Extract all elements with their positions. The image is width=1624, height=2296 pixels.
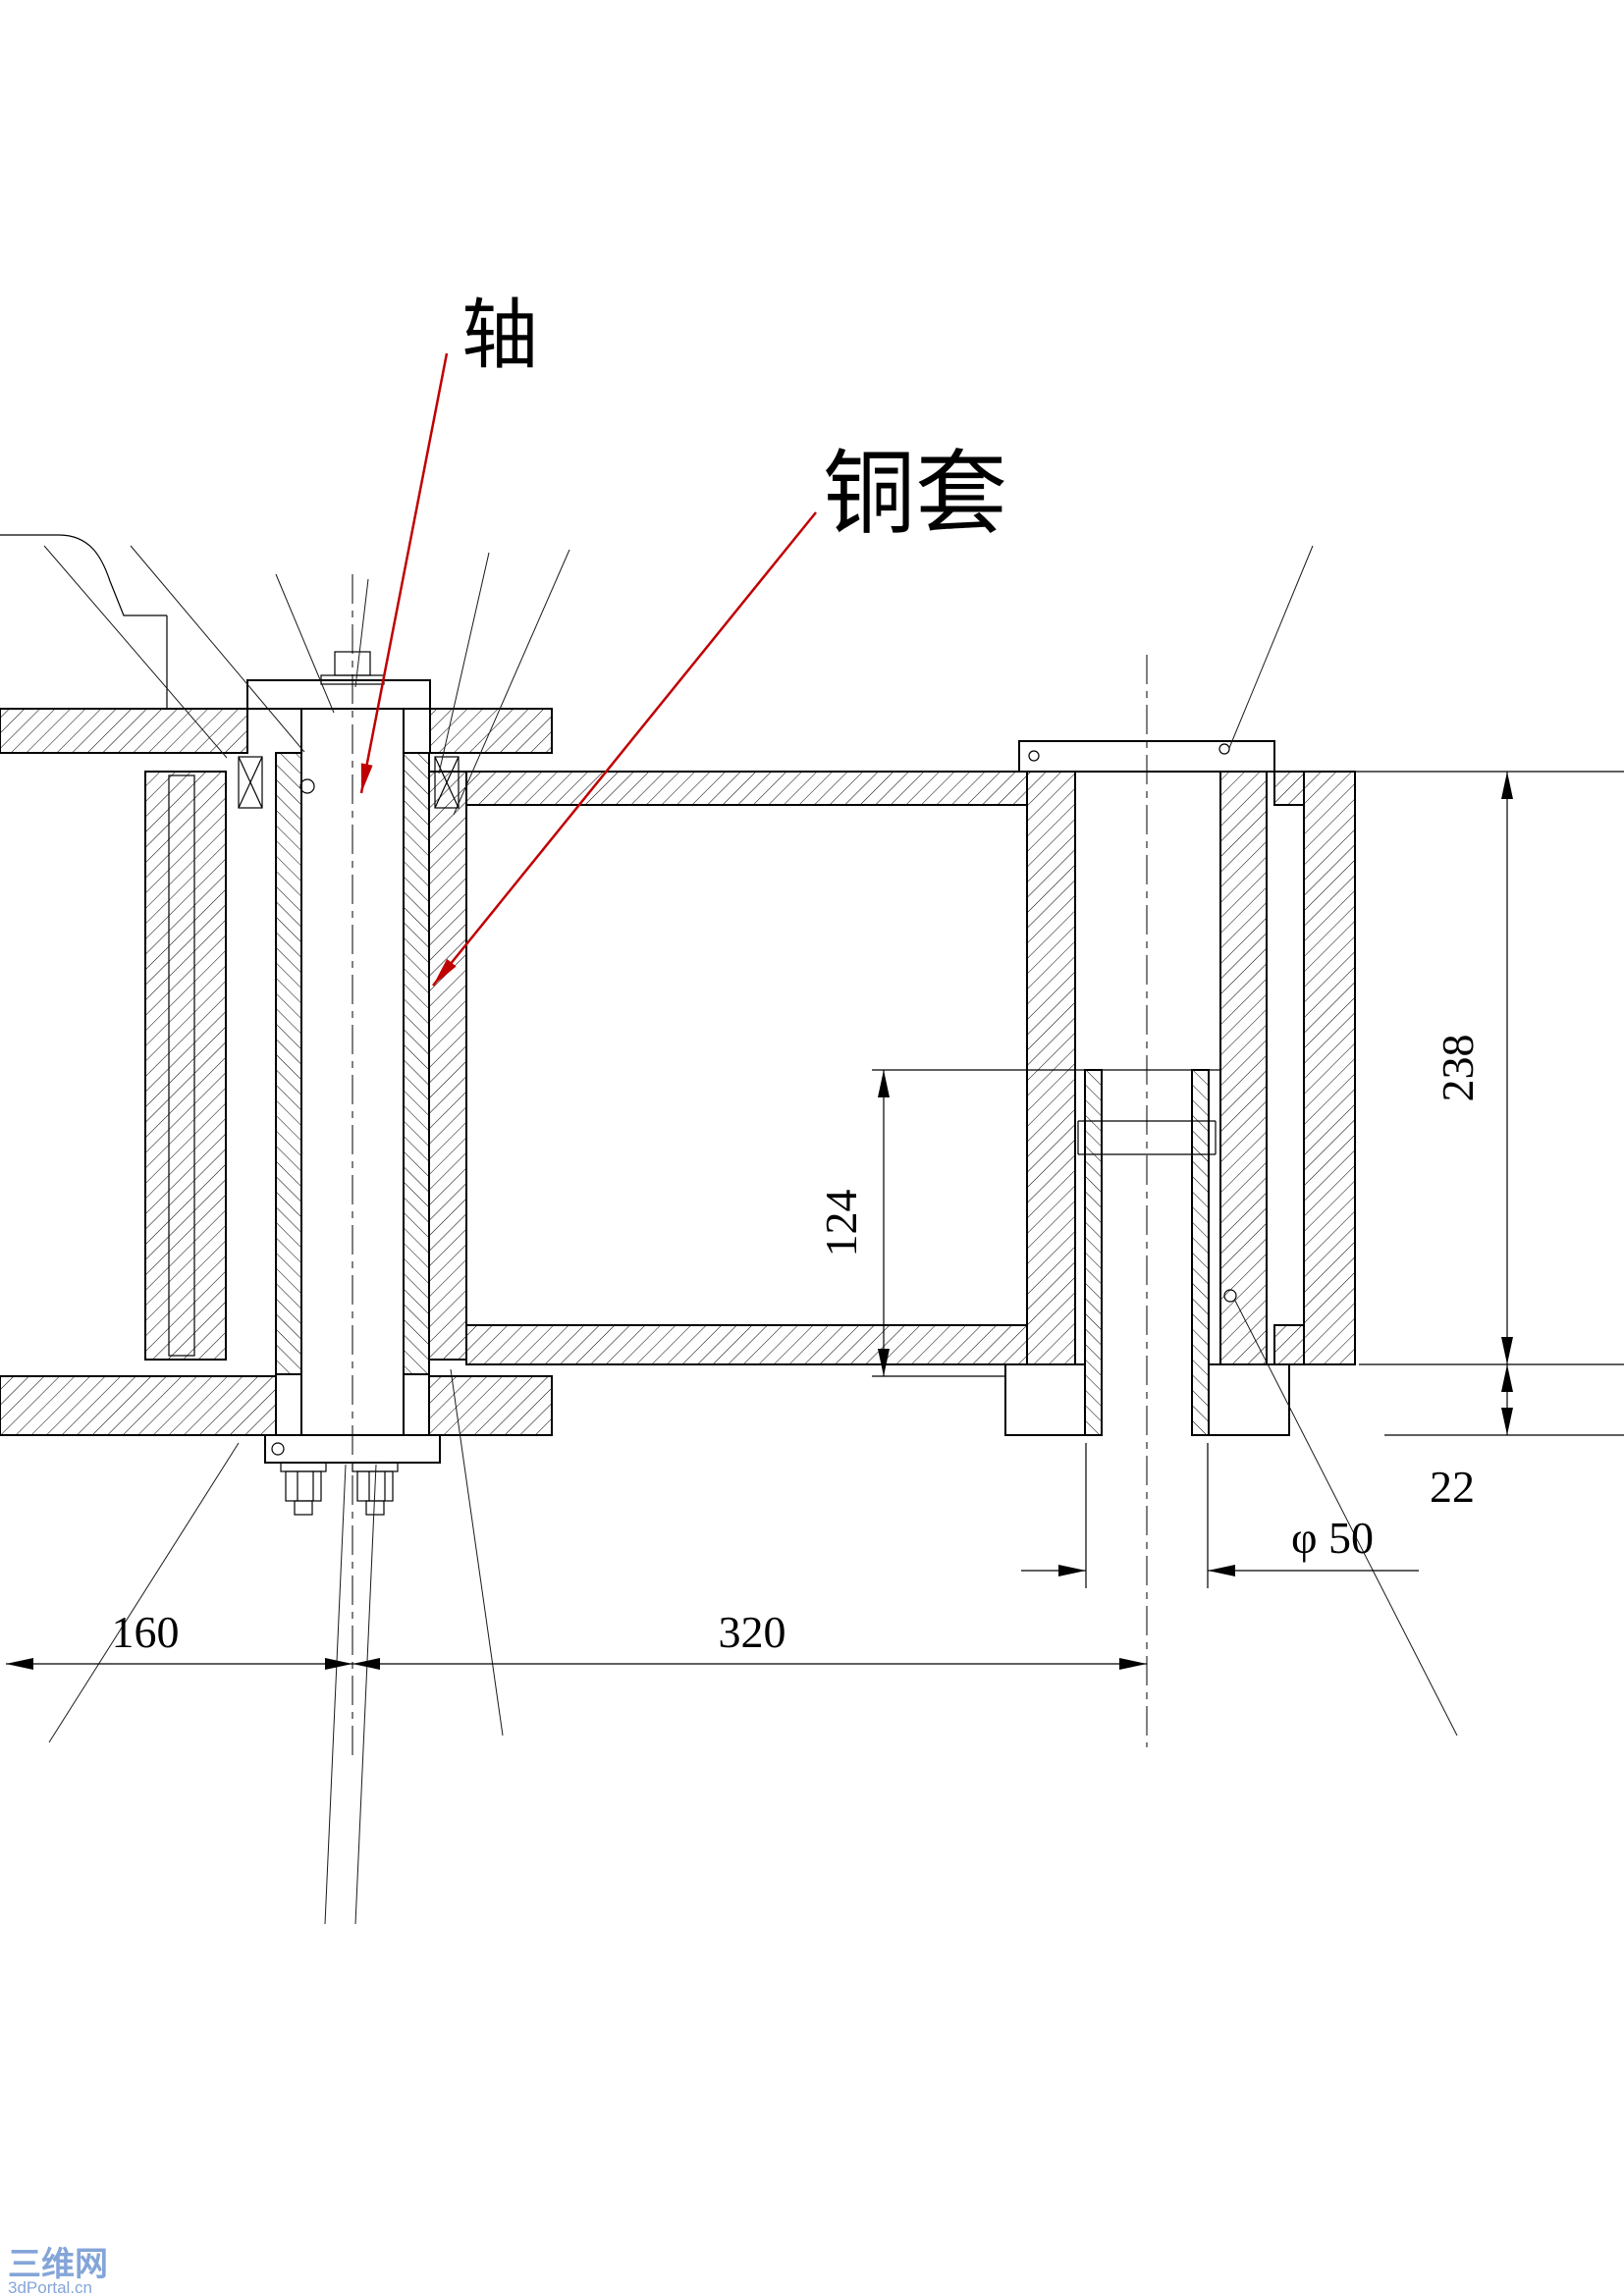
cap-bolt-left	[1028, 750, 1040, 762]
dimension-238: 238	[1278, 771, 1624, 1365]
dimension-phi50: φ 50	[1021, 1443, 1419, 1588]
right-housing-wall	[428, 771, 467, 1361]
shaft-leader-arrowhead	[360, 763, 373, 793]
dimension-22: 22	[1384, 1364, 1624, 1512]
centerlines	[352, 574, 1148, 1762]
dimension-320-text: 320	[719, 1607, 786, 1657]
dimension-124-text: 124	[816, 1190, 866, 1257]
tube-wall-right	[1191, 1069, 1210, 1436]
shaft-top-flange	[246, 651, 431, 710]
assembly-foot-left	[1004, 1363, 1086, 1436]
tube-wall-left	[1084, 1069, 1103, 1436]
dimension-phi50-text: φ 50	[1291, 1513, 1374, 1563]
dimension-22-text: 22	[1430, 1462, 1475, 1512]
sleeve-leader-line	[432, 511, 817, 987]
shaft-label: 轴	[461, 293, 538, 378]
nut-right	[352, 1462, 399, 1516]
right-bearing-assembly	[1004, 740, 1290, 1436]
beam-end-wall	[1303, 771, 1356, 1365]
dimension-238-text: 238	[1433, 1035, 1483, 1102]
nut-left	[280, 1462, 327, 1516]
shaft-leader-line	[359, 352, 449, 794]
top-plate-section	[0, 708, 553, 754]
assembly-right-wall	[1219, 771, 1268, 1365]
bottom-plate-section	[0, 1375, 553, 1436]
horizontal-beam-section	[465, 771, 1356, 1365]
left-housing-wall	[144, 771, 227, 1361]
dimension-160-text: 160	[112, 1607, 180, 1657]
watermark: 三维网 3dPortal.cn	[8, 2246, 108, 2296]
oil-hole	[299, 778, 315, 794]
copper-sleeve-section	[275, 752, 430, 1375]
set-screw-right	[434, 756, 460, 809]
leader-target-circle	[1223, 1289, 1237, 1303]
watermark-title: 三维网	[8, 2246, 108, 2283]
sleeve-leader-arrowhead	[433, 958, 457, 986]
set-screw-left	[238, 756, 263, 809]
dimension-320: 320	[352, 1607, 1147, 1670]
leader-target-circle	[271, 1442, 285, 1456]
dimension-160: 160	[6, 1607, 352, 1670]
red-callouts	[359, 352, 817, 987]
assembly-left-wall	[1026, 771, 1076, 1365]
top-left-bracket-profile	[0, 534, 168, 709]
cap-bolt-right	[1218, 743, 1230, 755]
assembly-foot-right	[1208, 1363, 1290, 1436]
watermark-subtitle: 3dPortal.cn	[8, 2278, 92, 2296]
leader-lines	[43, 545, 1458, 1925]
dimension-124: 124	[816, 1069, 1075, 1377]
sleeve-label: 铜套	[823, 444, 1007, 546]
